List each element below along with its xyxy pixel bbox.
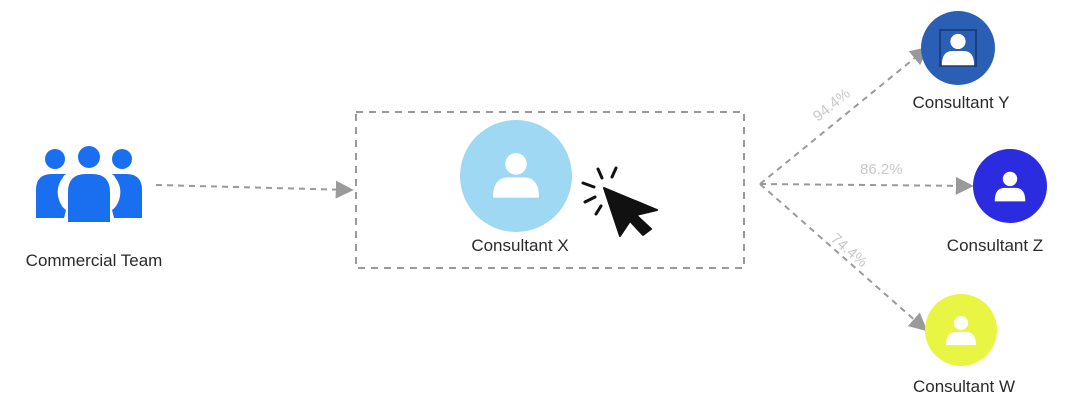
click-cursor-icon [581, 166, 658, 237]
consultant-z-avatar[interactable] [973, 149, 1047, 223]
consultant-x-label: Consultant X [471, 236, 569, 255]
edge-x-to-y [759, 46, 929, 185]
edge-team-to-x [155, 180, 354, 199]
consultant-y-avatar[interactable] [921, 11, 995, 85]
consultant-y-label: Consultant Y [912, 93, 1010, 112]
consultant-w-avatar[interactable] [925, 294, 997, 366]
edge-label-y: 94.4% [810, 85, 854, 125]
edge-label-w: 74.4% [827, 230, 870, 271]
edge-label-z: 86.2% [860, 161, 903, 178]
team-icon [36, 146, 142, 222]
consultant-z-label: Consultant Z [946, 236, 1044, 255]
team-label: Commercial Team [25, 251, 163, 270]
consultant-w-label: Consultant W [912, 377, 1016, 396]
edge-x-to-z [759, 176, 974, 195]
edge-x-to-w [759, 183, 928, 332]
consultant-x-avatar[interactable] [460, 120, 572, 232]
